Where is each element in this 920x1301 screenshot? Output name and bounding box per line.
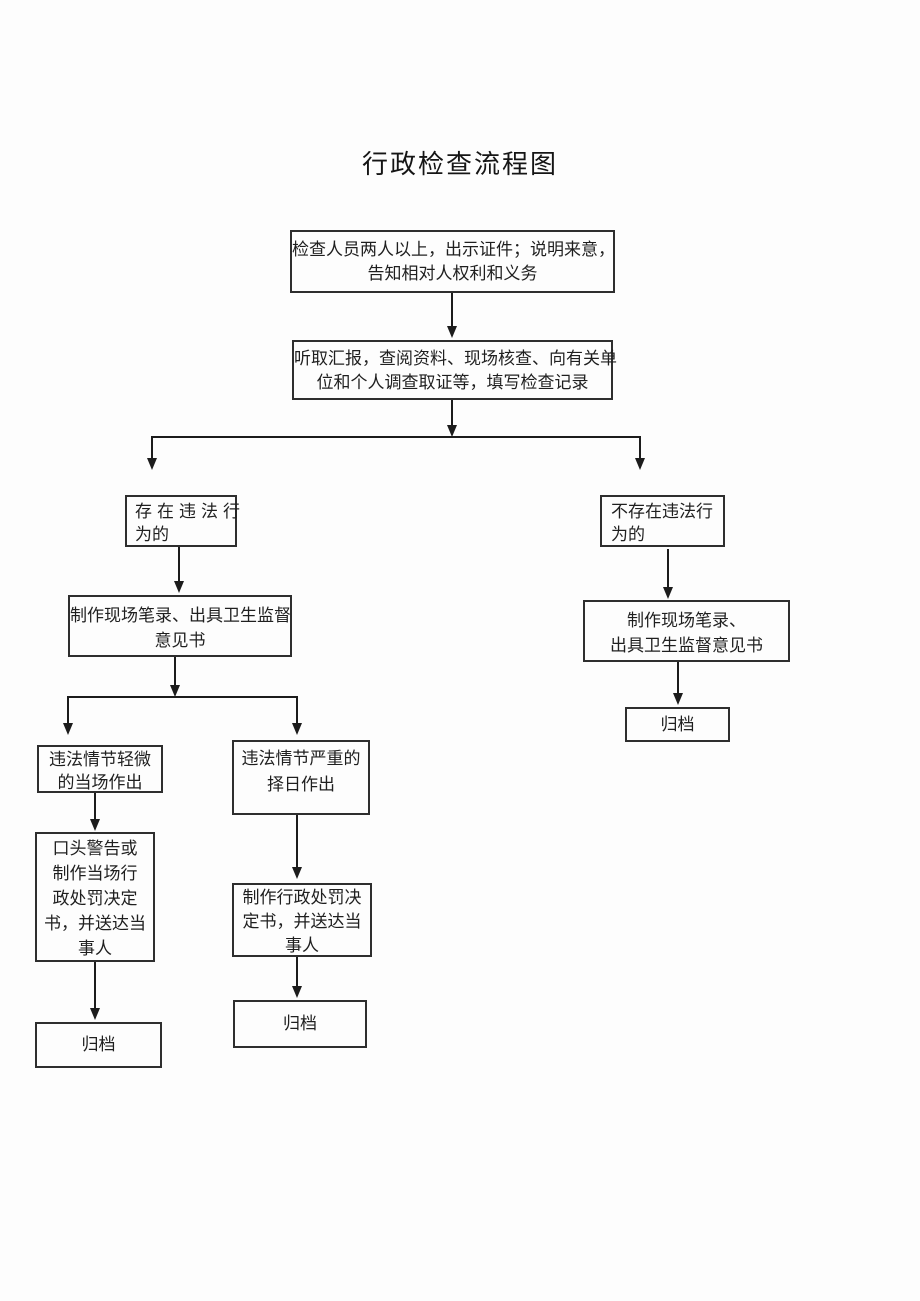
node-archive-mid: 归档: [233, 1000, 367, 1048]
node-text-line: 制作行政处罚决: [242, 888, 362, 907]
node-text-line: 事人: [78, 939, 112, 958]
node-text-line: 检查人员两人以上，出示证件；说明来意，: [292, 240, 615, 259]
arrowhead-split-left: [63, 723, 73, 735]
node-text-line: 听取汇报，查阅资料、现场核查、向有关单: [294, 349, 617, 368]
node-text-line: 制作现场笔录、: [627, 611, 746, 630]
node-minor-violation: 违法情节轻微 的当场作出: [37, 745, 163, 793]
node-text-line: 口头警告或: [52, 839, 138, 858]
connector-split-right-line: [296, 696, 298, 723]
connector-branch-left-line: [151, 436, 153, 458]
node-text-line: 择日作出: [267, 775, 335, 794]
node-archive-left: 归档: [35, 1022, 162, 1068]
node-text-line: 事人: [285, 936, 319, 955]
node-text-line: 制作当场行: [52, 864, 138, 883]
arrowhead-novio-transcript: [663, 587, 673, 599]
node-exists-violation: 存在违法行 为的: [125, 495, 245, 547]
node-text-line: 归档: [660, 715, 695, 734]
node-severe-violation: 违法情节严重的 择日作出: [232, 740, 370, 815]
arrowhead-transcript-archive: [673, 693, 683, 705]
node-text-line: 违法情节严重的: [241, 749, 361, 768]
node-make-record-left: 制作现场笔录、出具卫生监督 意见书: [68, 595, 292, 657]
node-text-line: 定书，并送达当: [242, 912, 362, 931]
node-text-line: 制作现场笔录、出具卫生监督: [70, 606, 291, 625]
node-text-line: 出具卫生监督意见书: [610, 636, 763, 655]
arrowhead-decision-archive: [292, 986, 302, 998]
arrowhead-branch-left: [147, 458, 157, 470]
node-no-violation: 不存在违法行 为的: [600, 495, 725, 547]
connector-listen-branch-line: [451, 400, 453, 425]
node-text-line: 归档: [283, 1014, 317, 1033]
node-text-line: 位和个人调查取证等，填写检查记录: [316, 373, 589, 392]
connector-branch-bar: [151, 436, 641, 438]
arrowhead-exists-transcript: [174, 581, 184, 593]
node-text-line: 的当场作出: [57, 773, 143, 792]
arrowhead-minor-oral: [90, 819, 100, 831]
connector-severe-decision-line: [296, 815, 298, 867]
connector-novio-transcript-line: [667, 549, 669, 587]
connector-oral-archive-line: [94, 962, 96, 1008]
page-title: 行政检查流程图: [361, 150, 558, 179]
connector-exists-transcript-line: [178, 547, 180, 581]
arrowhead-inspect-listen: [447, 326, 457, 338]
node-text-line: 存在违法行: [135, 502, 245, 521]
node-text-line: 违法情节轻微: [49, 750, 151, 769]
arrowhead-split-right: [292, 723, 302, 735]
node-text-line: 意见书: [154, 631, 206, 650]
node-listen: 听取汇报，查阅资料、现场核查、向有关单 位和个人调查取证等，填写检查记录: [292, 340, 617, 400]
arrowhead-branch-right: [635, 458, 645, 470]
node-text-line: 为的: [135, 525, 169, 544]
node-text-line: 为的: [611, 525, 645, 544]
node-text-line: 归档: [81, 1035, 116, 1054]
connector-decision-archive-line: [296, 957, 298, 986]
connector-branch-right-line: [639, 436, 641, 458]
connector-inspect-listen-line: [451, 293, 453, 326]
node-oral-warning: 口头警告或 制作当场行 政处罚决定 书，并送达当 事人: [35, 832, 155, 962]
connector-split-left-line: [67, 696, 69, 723]
node-text-line: 书，并送达当: [44, 914, 146, 933]
node-text-line: 政处罚决定: [52, 889, 138, 908]
connector-minor-oral-line: [94, 793, 96, 819]
connector-transcript-archive-line: [677, 662, 679, 693]
arrowhead-severe-decision: [292, 867, 302, 879]
node-inspect: 检查人员两人以上，出示证件；说明来意， 告知相对人权利和义务: [290, 230, 615, 293]
arrowhead-oral-archive: [90, 1008, 100, 1020]
connector-split-bar: [67, 696, 298, 698]
connector-transcript-split-line: [174, 657, 176, 685]
node-archive-right: 归档: [625, 707, 730, 742]
arrowhead-listen-branch: [447, 425, 457, 437]
arrowhead-transcript-split: [170, 685, 180, 697]
node-text-line: 告知相对人权利和义务: [367, 264, 538, 283]
node-text-line: 不存在违法行: [611, 502, 713, 521]
node-make-record-right: 制作现场笔录、 出具卫生监督意见书: [583, 600, 790, 662]
node-penalty-decision: 制作行政处罚决 定书，并送达当 事人: [232, 883, 372, 957]
